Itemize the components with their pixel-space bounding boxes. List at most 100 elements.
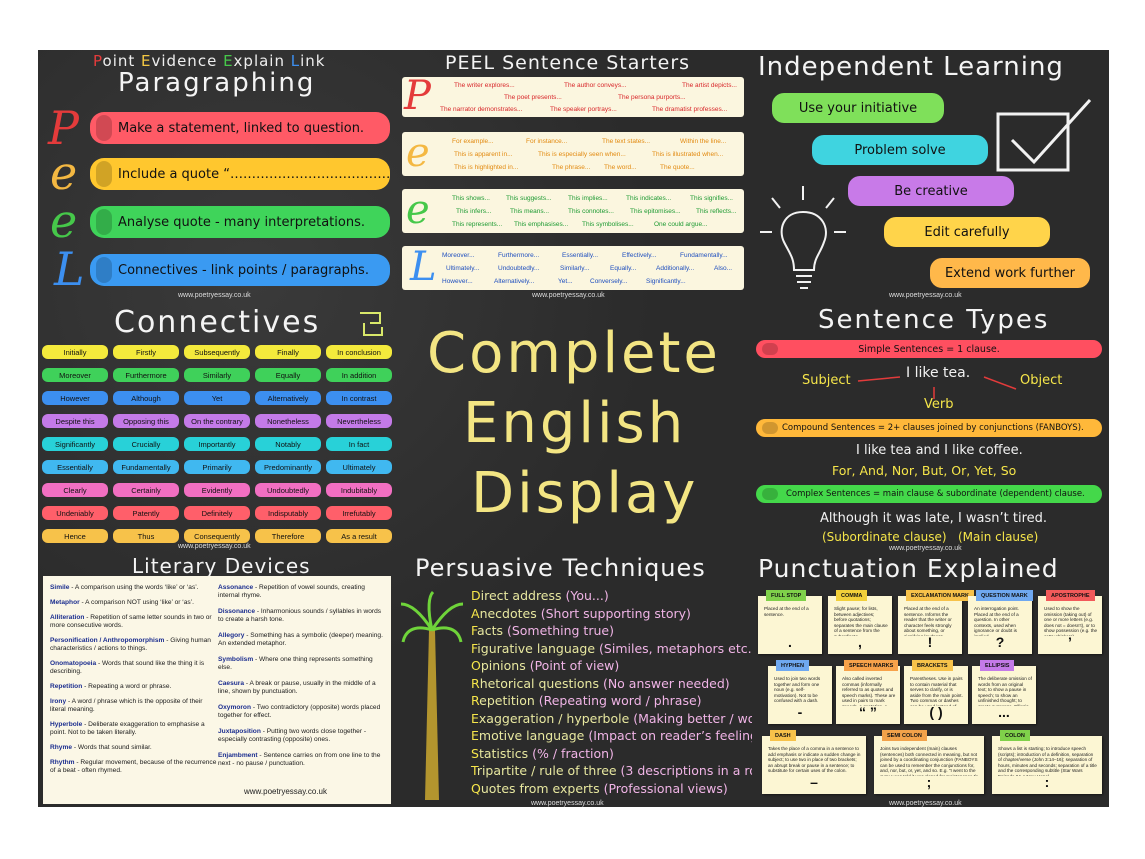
connective-tag: Nevertheless — [326, 414, 392, 428]
sentence-types-panel: Sentence Types Simple Sentences = 1 clau… — [754, 305, 1109, 552]
evidence-scroll: Include a quote “………………………………………” — [90, 158, 390, 190]
starter: Fundamentally... — [680, 252, 728, 259]
heading-word: xplain — [233, 52, 291, 70]
starter: Undoubtedly... — [498, 265, 540, 272]
connective-tag: Despite this — [42, 414, 108, 428]
website-label: www.poetryessay.co.uk — [531, 800, 604, 807]
starter: Within the line... — [680, 138, 727, 145]
website-label: www.poetryessay.co.uk — [178, 292, 251, 299]
device-term: Personification / Anthropomorphism — [50, 637, 165, 644]
initial-letter: E — [471, 710, 479, 726]
starter: Furthermore... — [498, 252, 540, 259]
connective-tag: However — [42, 391, 108, 405]
starter: This indicates... — [626, 195, 672, 202]
starter: This is apparent in... — [454, 151, 513, 158]
note-tag: EXCLAMATION MARK — [906, 590, 974, 601]
link-chain-icon — [360, 312, 383, 336]
connective-tag: Irrefutably — [326, 506, 392, 520]
technique-gloss: (% / fraction) — [532, 745, 614, 761]
initial-letter: O — [471, 658, 481, 673]
starter: Additionally... — [656, 265, 695, 272]
website-label: www.poetryessay.co.uk — [532, 292, 605, 299]
independent-item: Edit carefully — [884, 217, 1050, 247]
connective-tag: Definitely — [184, 506, 250, 520]
note-text: Used to join two words together and form… — [774, 676, 821, 704]
device: Irony - A word / phrase which is the opp… — [50, 698, 220, 714]
note-text: Slight pause; for lists, between adjecti… — [834, 606, 888, 636]
device-term: Juxtaposition — [218, 728, 261, 735]
technique-name: motive language — [478, 728, 589, 743]
device: Juxtaposition - Putting two words close … — [218, 728, 386, 744]
starter: The speaker portrays... — [550, 106, 617, 113]
starter: Equally... — [610, 265, 637, 272]
device-def: - Words that sound like the thing it is … — [50, 660, 205, 675]
verb-label: Verb — [924, 397, 954, 412]
starter: However... — [442, 278, 473, 285]
device: Hyperbole - Deliberate exaggeration to e… — [50, 721, 220, 737]
device: Personification / Anthropomorphism - Giv… — [50, 637, 220, 653]
starter: This is highlighted in... — [454, 164, 519, 171]
connective-tag: Crucially — [113, 437, 179, 451]
device-def: - Regular movement, because of the recur… — [50, 759, 217, 774]
connective-tag: Indubitably — [326, 483, 392, 497]
note-tag: APOSTROPHE — [1046, 590, 1095, 601]
centre-line-display: Display — [471, 461, 699, 526]
persuasive-item: Opinions (Point of view) — [471, 658, 619, 673]
technique-name: igurative language — [477, 640, 600, 656]
connective-tag: Importantly — [184, 437, 250, 451]
device-term: Enjambment — [218, 752, 258, 759]
note-symbol: ... — [998, 704, 1010, 720]
letter-e: e — [50, 194, 78, 248]
connective-tag: Predominantly — [255, 460, 321, 474]
paragraphing-panel: Point Evidence Explain Link Paragraphing… — [38, 50, 395, 303]
device: Caesura - A break or pause, usually in t… — [218, 680, 386, 696]
letter-e: e — [406, 130, 430, 176]
connective-tag: Notably — [255, 437, 321, 451]
peel-heading: Point Evidence Explain Link — [93, 52, 325, 70]
device-def: - Two contradictory (opposite) words pla… — [218, 704, 381, 719]
note-symbol: ! — [927, 634, 933, 650]
device: Metaphor - A comparison NOT using ‘like’… — [50, 599, 220, 607]
complex-sentence-scroll: Complex Sentences = main clause & subord… — [756, 485, 1102, 503]
connective-tag: Initially — [42, 345, 108, 359]
starter: This suggests... — [506, 195, 552, 202]
note-symbol: ; — [926, 774, 932, 790]
palm-tree-icon — [400, 590, 464, 800]
subordinate-label: (Subordinate clause) — [822, 530, 947, 544]
technique-name: uotes from experts — [480, 780, 604, 796]
e2-starters-box: e This shows... This suggests... This im… — [402, 187, 744, 233]
starter: The poet presents... — [504, 94, 562, 101]
persuasive-item: Repetition (Repeating word / phrase) — [471, 693, 702, 708]
device-def: - Words that sound similar. — [72, 744, 152, 751]
fanboys-list: For, And, Nor, But, Or, Yet, So — [832, 463, 1017, 478]
starter: The persona purports... — [618, 94, 686, 101]
connective-tag: Patently — [113, 506, 179, 520]
sentence-types-title: Sentence Types — [818, 305, 1050, 335]
technique-gloss: (You...) — [565, 588, 609, 603]
note-symbol: : — [1044, 774, 1050, 790]
literary-left-column: Simile - A comparison using the words ‘l… — [50, 584, 220, 782]
connective-tag: Certainly — [113, 483, 179, 497]
device-term: Hyperbole — [50, 721, 83, 728]
persuasive-title: Persuasive Techniques — [415, 554, 706, 582]
note-symbol: ’ — [1068, 634, 1072, 650]
letter-p: P — [48, 101, 79, 155]
starter: This means... — [510, 208, 550, 215]
starter: This emphasises... — [514, 221, 569, 228]
technique-gloss: (Repeating word / phrase) — [538, 693, 702, 708]
persuasive-item: Rhetorical questions (No answer needed) — [471, 676, 730, 691]
initial-letter: Q — [471, 780, 481, 796]
device: Rhythm - Regular movement, because of th… — [50, 759, 220, 775]
initial-letter: A — [471, 605, 480, 621]
connective-tag: Evidently — [184, 483, 250, 497]
starter: This represents... — [452, 221, 503, 228]
independent-item: Extend work further — [930, 258, 1090, 288]
letter-p: P — [404, 73, 431, 119]
device-term: Onomatopoeia — [50, 660, 97, 667]
